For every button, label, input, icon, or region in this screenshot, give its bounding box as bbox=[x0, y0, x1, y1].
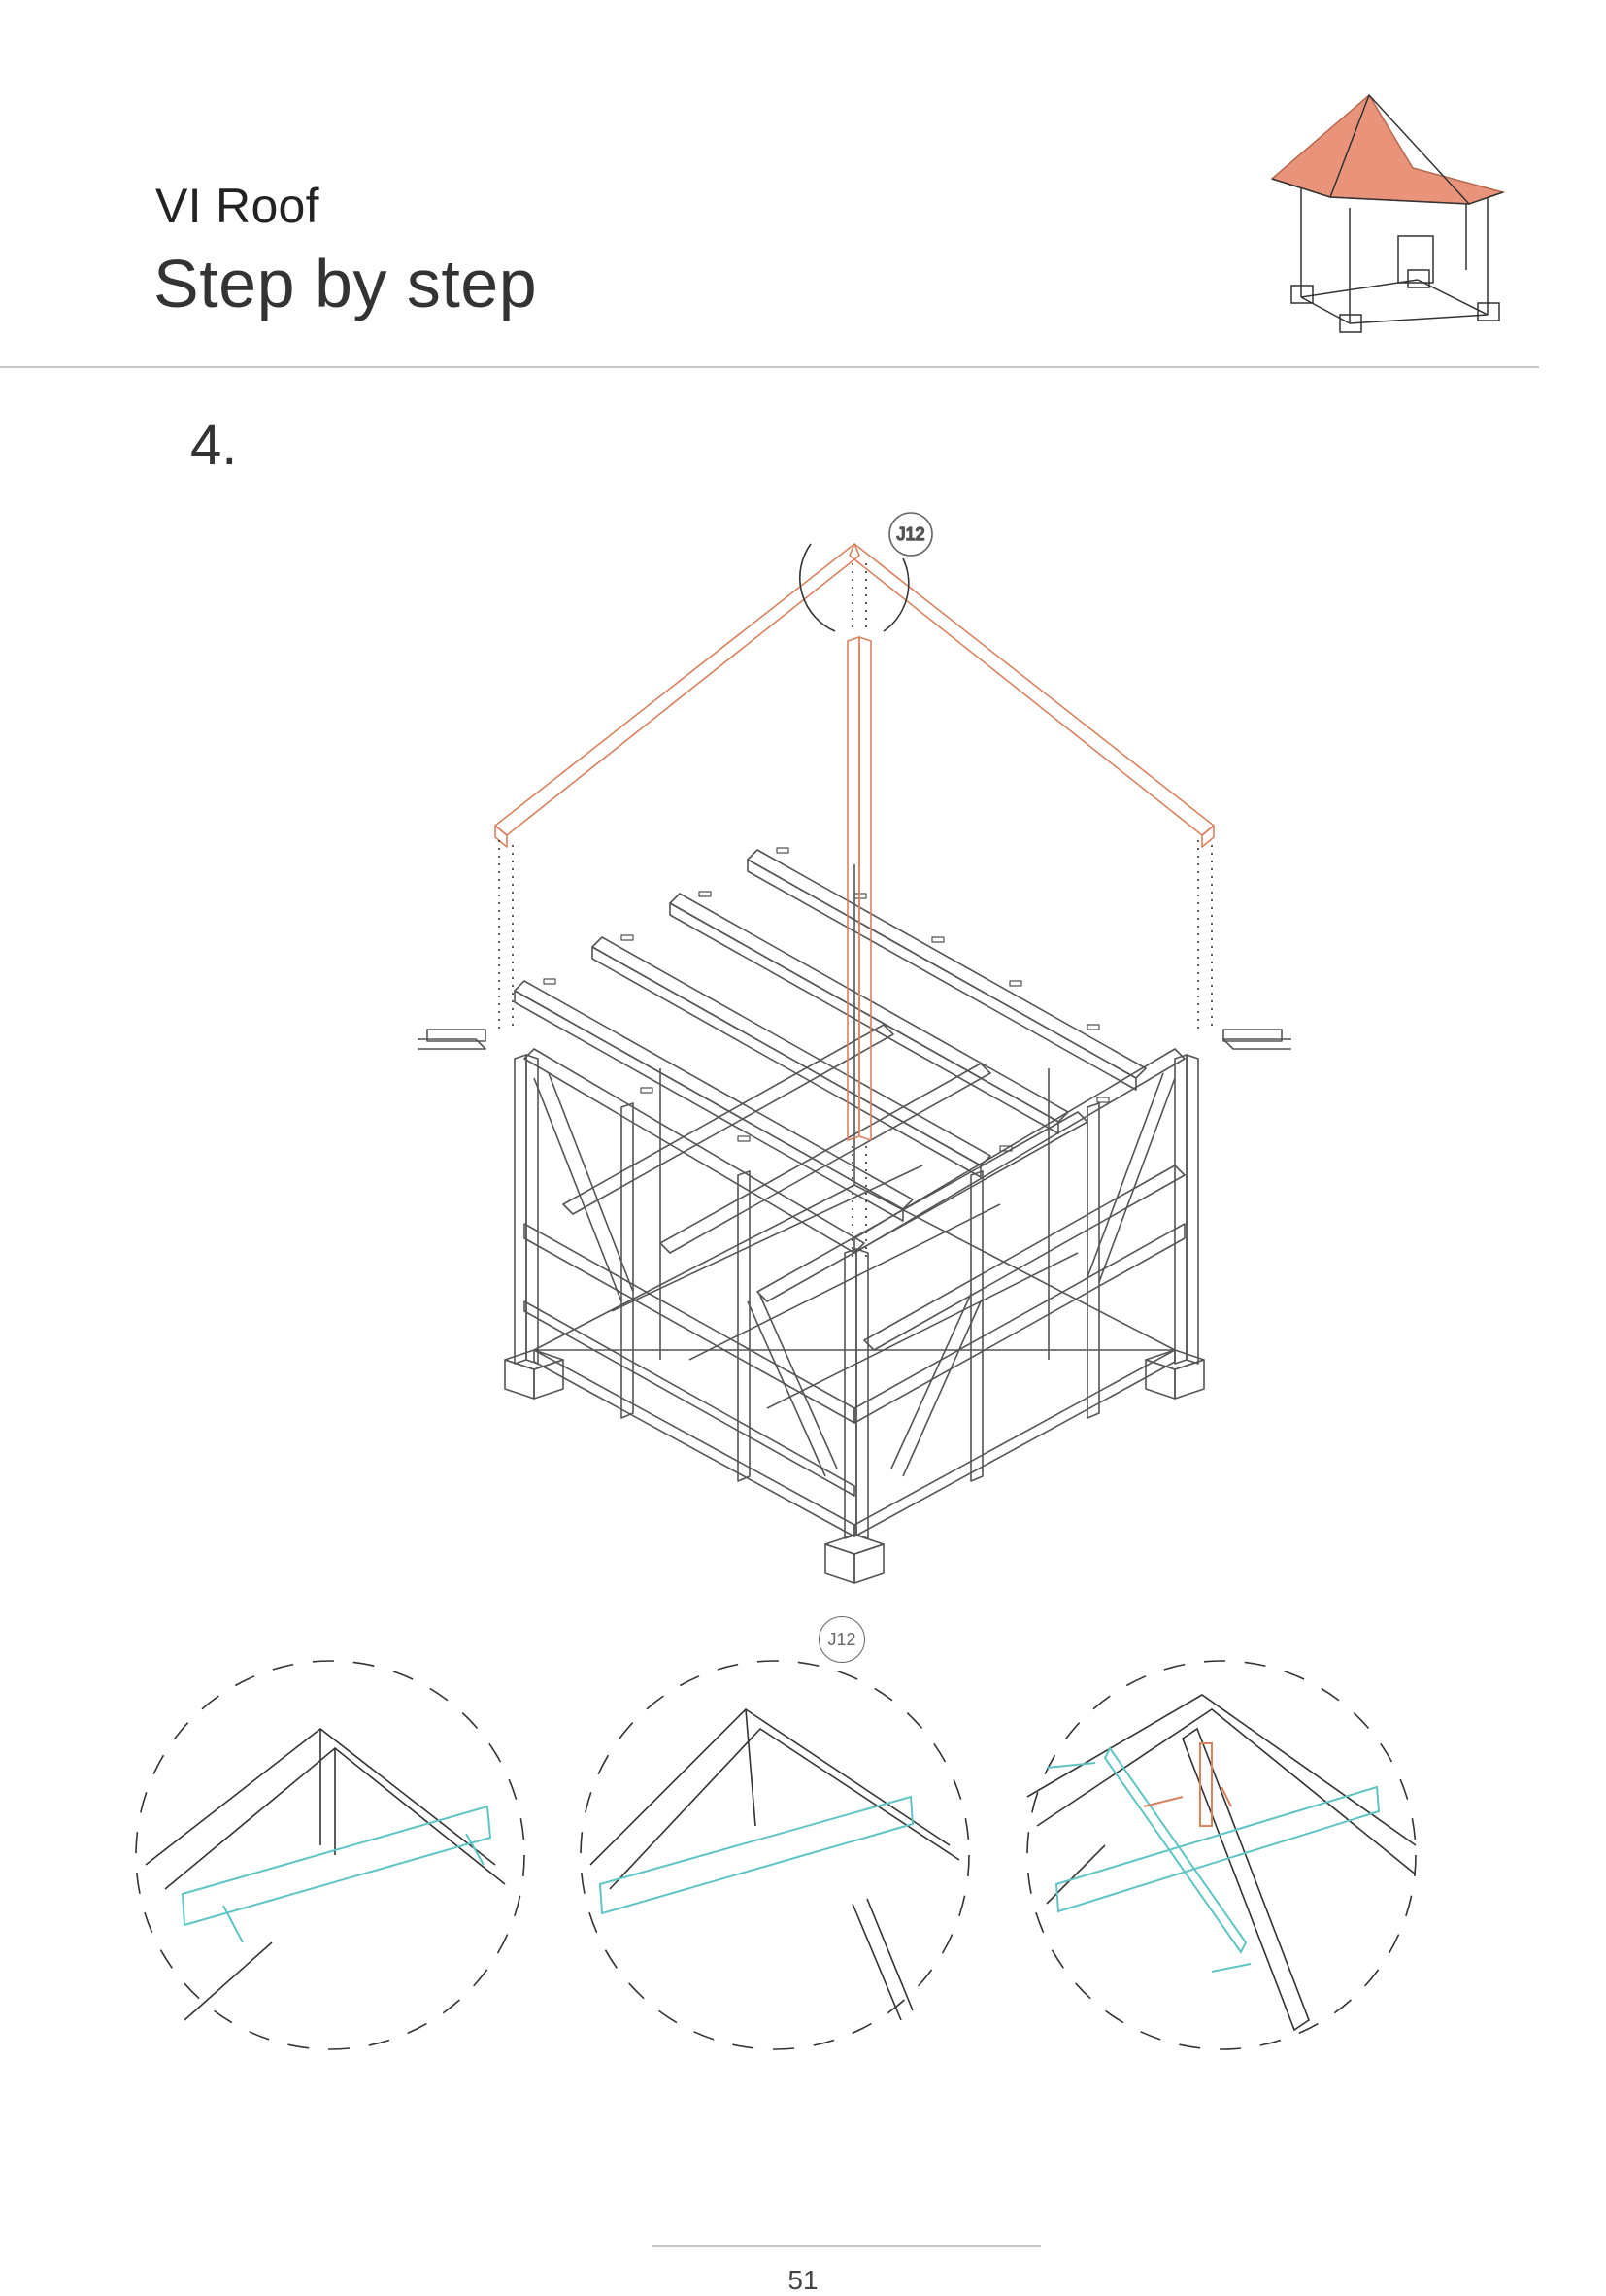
page-number: 51 bbox=[787, 2265, 819, 2295]
joint-label-top: J12 bbox=[896, 524, 924, 544]
joint-detail-illustration bbox=[135, 1660, 525, 2050]
joint-detail-illustration bbox=[580, 1660, 970, 2050]
header-divider bbox=[0, 366, 1539, 368]
house-roof-thumbnail-icon bbox=[1270, 93, 1506, 333]
footer-divider bbox=[652, 2245, 1041, 2247]
chapter-title: VI Roof bbox=[155, 179, 319, 233]
step-number: 4. bbox=[190, 414, 238, 477]
joint-detail-illustration bbox=[1026, 1660, 1417, 2050]
frame-assembly-illustration: J12 bbox=[418, 512, 1291, 1584]
page-heading: Step by step bbox=[153, 246, 538, 321]
joint-label-bottom: J12 bbox=[819, 1616, 865, 1663]
